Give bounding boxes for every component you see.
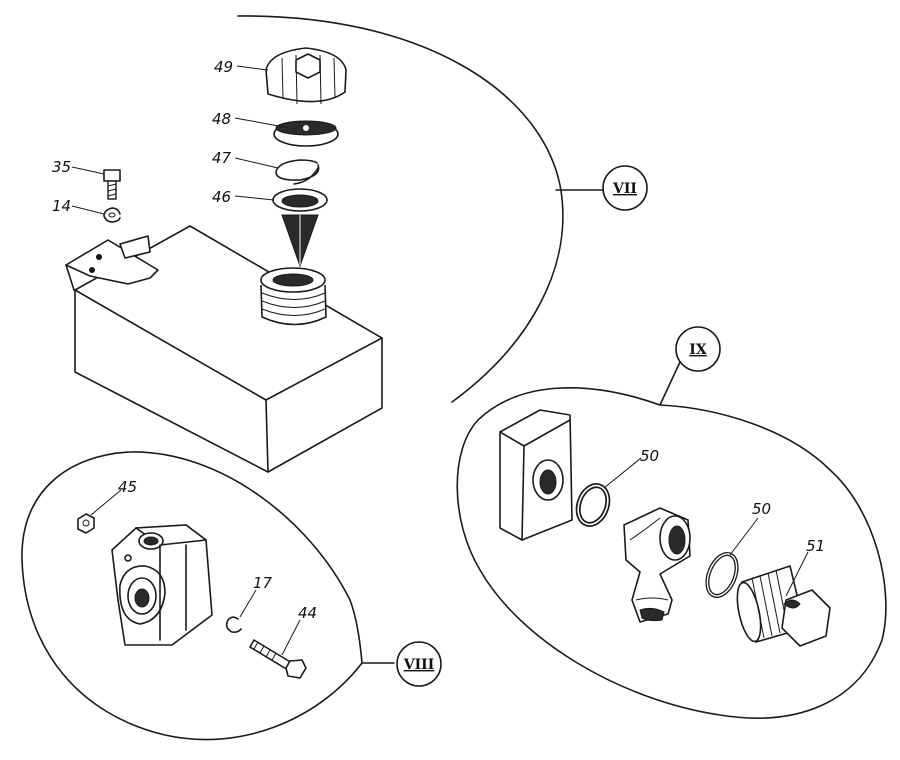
label-banjo-bolt: 51 [806,537,825,555]
view-vii-boundary [237,15,604,403]
mounting-block [499,409,573,541]
top-washer [103,207,121,223]
reservoir-tank [65,225,383,473]
mounting-bolt [249,639,307,679]
label-o-ring-left: 50 [640,447,659,465]
view-callout-viii: VIII [396,641,442,687]
o-ring-right [705,552,739,598]
view-callout-ix: IX [675,326,721,372]
label-cap: 49 [214,58,233,76]
filler-cap [265,47,347,105]
label-nut: 45 [118,478,137,496]
view-viii-bubble [21,451,395,741]
top-bolt [103,169,121,200]
banjo-housing [111,524,213,646]
label-top-washer: 14 [52,197,71,215]
label-disc: 48 [212,110,231,128]
view-label-vii: VII [612,181,637,197]
view-callout-vii: VII [602,165,648,211]
banjo-fitting [623,507,691,623]
label-o-ring-right: 50 [752,500,771,518]
seal-disc [273,120,339,147]
view-label-ix: IX [689,342,707,358]
o-ring-left [575,483,611,527]
banjo-bolt [736,565,831,647]
label-spring-ring: 47 [212,149,232,167]
filter-strainer [272,188,328,268]
hex-nut [77,513,95,534]
part-labels: 49 48 47 46 35 14 45 17 44 50 50 51 [52,58,825,622]
label-top-bolt: 35 [52,158,71,176]
label-bolt: 44 [298,604,317,622]
label-washer: 17 [253,574,273,592]
label-filter: 46 [212,188,231,206]
leader-lines [71,65,809,656]
spring-washer [225,616,242,633]
view-label-viii: VIII [403,657,435,673]
spring-ring [275,159,320,185]
view-ix-bubble [456,361,887,719]
